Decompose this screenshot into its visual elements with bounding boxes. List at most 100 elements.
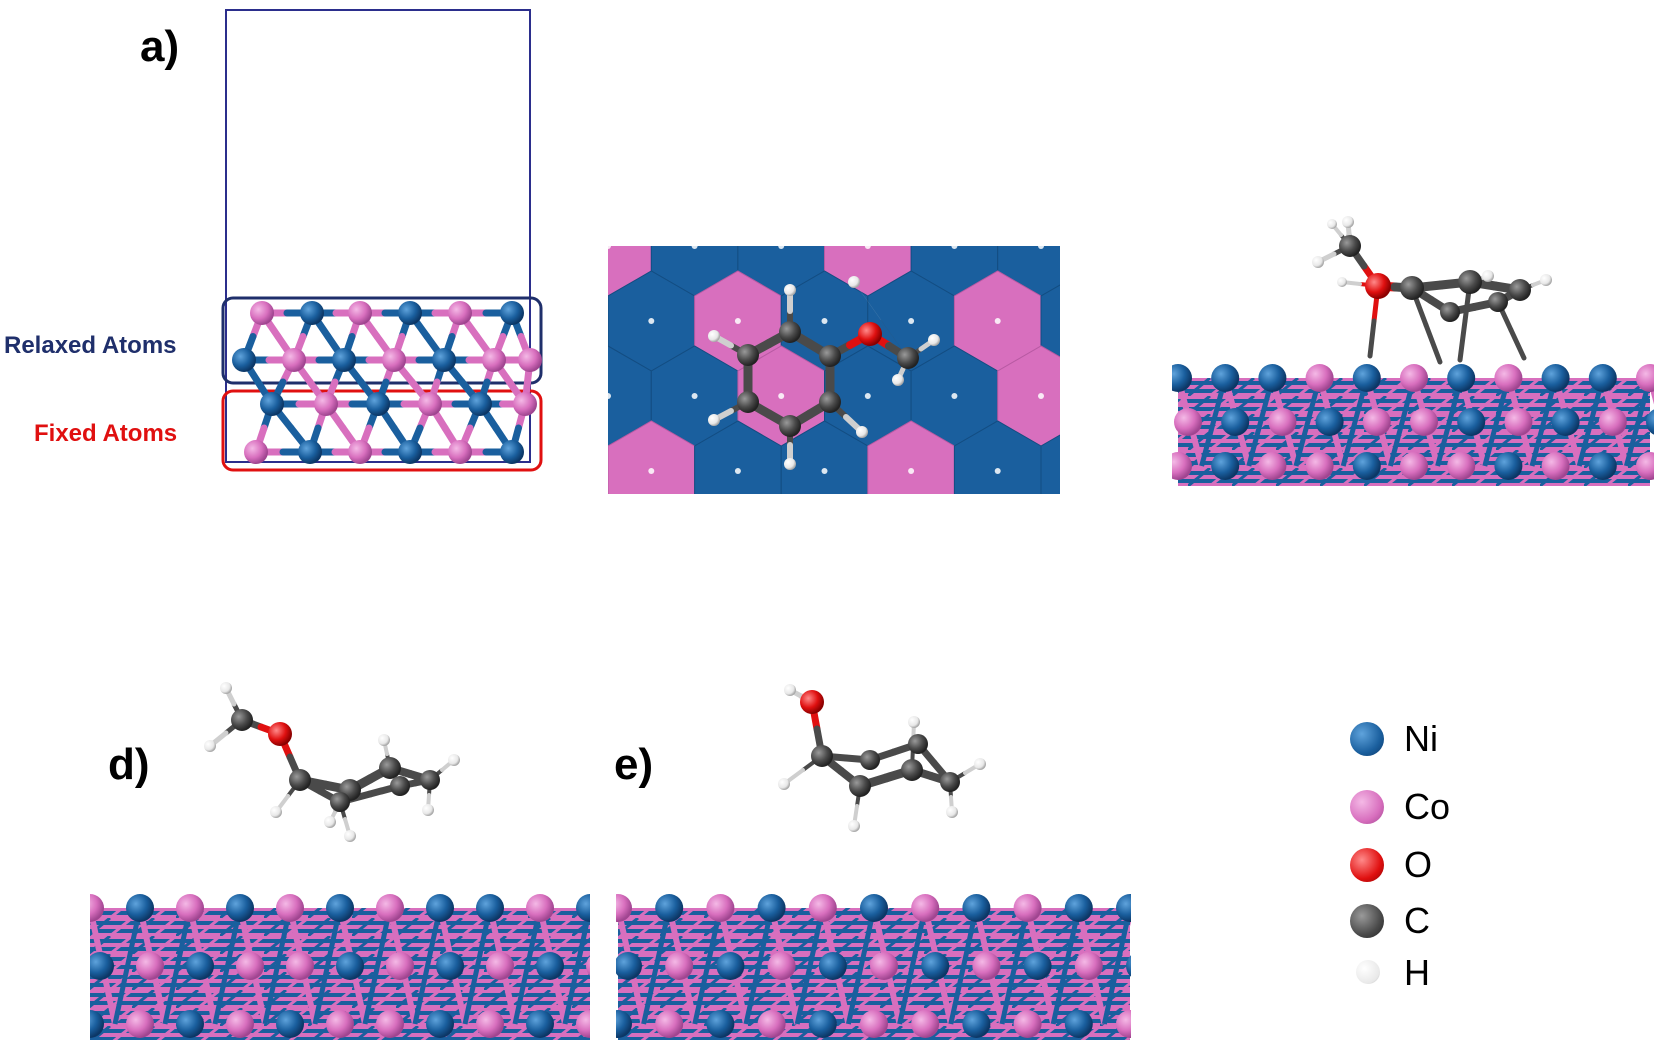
h-atom: [1540, 274, 1552, 286]
ni-atom: [126, 894, 154, 922]
co-atom: [576, 1010, 590, 1038]
ni-hexagon: [565, 496, 652, 596]
ni-hexagon: [954, 121, 1041, 221]
ni-atom: [808, 1010, 837, 1038]
co-hexagon: [1041, 121, 1128, 221]
surface-atom-highlight: [778, 543, 784, 549]
ni-atom: [1541, 364, 1570, 392]
ni-atom: [616, 1010, 632, 1038]
co-atom: [126, 1010, 154, 1038]
co-atom: [1636, 452, 1654, 480]
co-atom: [448, 440, 472, 464]
lattice-strut: [1156, 908, 1182, 1024]
fixed-atoms-label: Fixed Atoms: [34, 420, 178, 447]
co-atom: [655, 1010, 684, 1038]
panel-a-slab-model: [221, 9, 543, 472]
h-atom-icon: [1356, 960, 1380, 984]
ni-hexagon: [825, 496, 912, 596]
surface-atom-highlight: [734, 318, 741, 324]
co-atom: [448, 301, 472, 325]
ni-atom: [260, 392, 284, 416]
ni-atom: [332, 348, 356, 372]
h-atom: [1342, 216, 1354, 228]
co-atom: [665, 952, 694, 980]
unit-cell-outline: [225, 9, 531, 463]
lattice-strut: [1435, 377, 1464, 467]
surface-atom-highlight: [691, 393, 698, 399]
surface-atom-highlight: [1081, 468, 1087, 474]
h-atom: [344, 830, 356, 842]
surface-atom-highlight: [821, 318, 828, 324]
surface-atom-highlight: [1038, 543, 1044, 549]
panel-label-d: d): [108, 740, 150, 789]
cyclohexenol-molecule: [778, 684, 986, 832]
h-atom: [1327, 219, 1337, 229]
co-atom: [282, 348, 306, 372]
surface-atom-highlight: [864, 246, 871, 249]
co-atom: [1636, 364, 1654, 392]
h-atom: [1312, 256, 1324, 268]
ni-atom: [706, 1010, 735, 1038]
bond: [1457, 318, 1468, 363]
lattice-strut: [212, 907, 243, 1025]
h-atom: [708, 414, 720, 426]
ni-atom: [398, 440, 422, 464]
ni-atom: [1588, 364, 1617, 392]
lattice-strut: [845, 907, 877, 1025]
co-atom: [1268, 408, 1297, 436]
ni-atom: [500, 440, 524, 464]
ni-atom: [962, 1010, 991, 1038]
co-atom: [757, 1010, 786, 1038]
c-atom: [231, 709, 253, 731]
c-atom: [330, 792, 350, 812]
ni-hexagon: [478, 196, 565, 296]
co-atom: [1494, 364, 1523, 392]
co-hexagon: [911, 496, 998, 596]
co-hexagon: [867, 420, 955, 494]
co-atom: [176, 894, 204, 922]
co-atom: [1074, 952, 1103, 980]
lattice-strut: [312, 907, 343, 1025]
h-atom: [892, 374, 904, 386]
surface-atom-highlight: [908, 318, 915, 324]
co-atom: [1013, 1010, 1042, 1038]
co-atom: [1174, 408, 1202, 436]
lattice-strut: [1246, 377, 1275, 467]
co-atom: [586, 956, 590, 976]
ni-atom: [436, 952, 464, 980]
co-atom: [1410, 408, 1438, 436]
surface-atom-highlight: [951, 246, 958, 249]
ni-atom: [1211, 452, 1240, 480]
lattice-strut: [1127, 907, 1131, 927]
c-atom: [811, 745, 833, 767]
co-atom: [1116, 1010, 1131, 1038]
h-atom: [946, 806, 958, 818]
co-atom: [706, 894, 735, 922]
lattice-strut: [948, 907, 979, 1025]
lattice-strut: [562, 907, 590, 1025]
co-atom: [386, 952, 414, 980]
lattice-strut: [692, 907, 723, 1025]
co-atom: [767, 952, 796, 980]
co-atom: [1598, 408, 1627, 436]
ni-atom: [276, 1010, 304, 1038]
ni-hexagon: [953, 420, 1042, 494]
lattice-strut: [1293, 377, 1323, 467]
ni-atom: [476, 894, 504, 922]
ni-atom: [818, 952, 847, 980]
surface-atom-highlight: [605, 543, 611, 549]
co-atom: [1362, 408, 1391, 436]
ni-atom: [576, 894, 590, 922]
surface-atom-highlight: [951, 393, 958, 399]
co-atom: [911, 894, 940, 922]
o-atom: [1365, 273, 1391, 299]
o-atom: [800, 690, 824, 714]
c-atom: [1400, 276, 1424, 300]
surface-atom-highlight: [608, 246, 611, 249]
surface-atom-highlight: [1081, 318, 1087, 324]
o-atom: [268, 722, 292, 746]
co-atom: [326, 1010, 354, 1038]
surface-atom-highlight: [562, 468, 568, 474]
ni-atom: [186, 952, 214, 980]
